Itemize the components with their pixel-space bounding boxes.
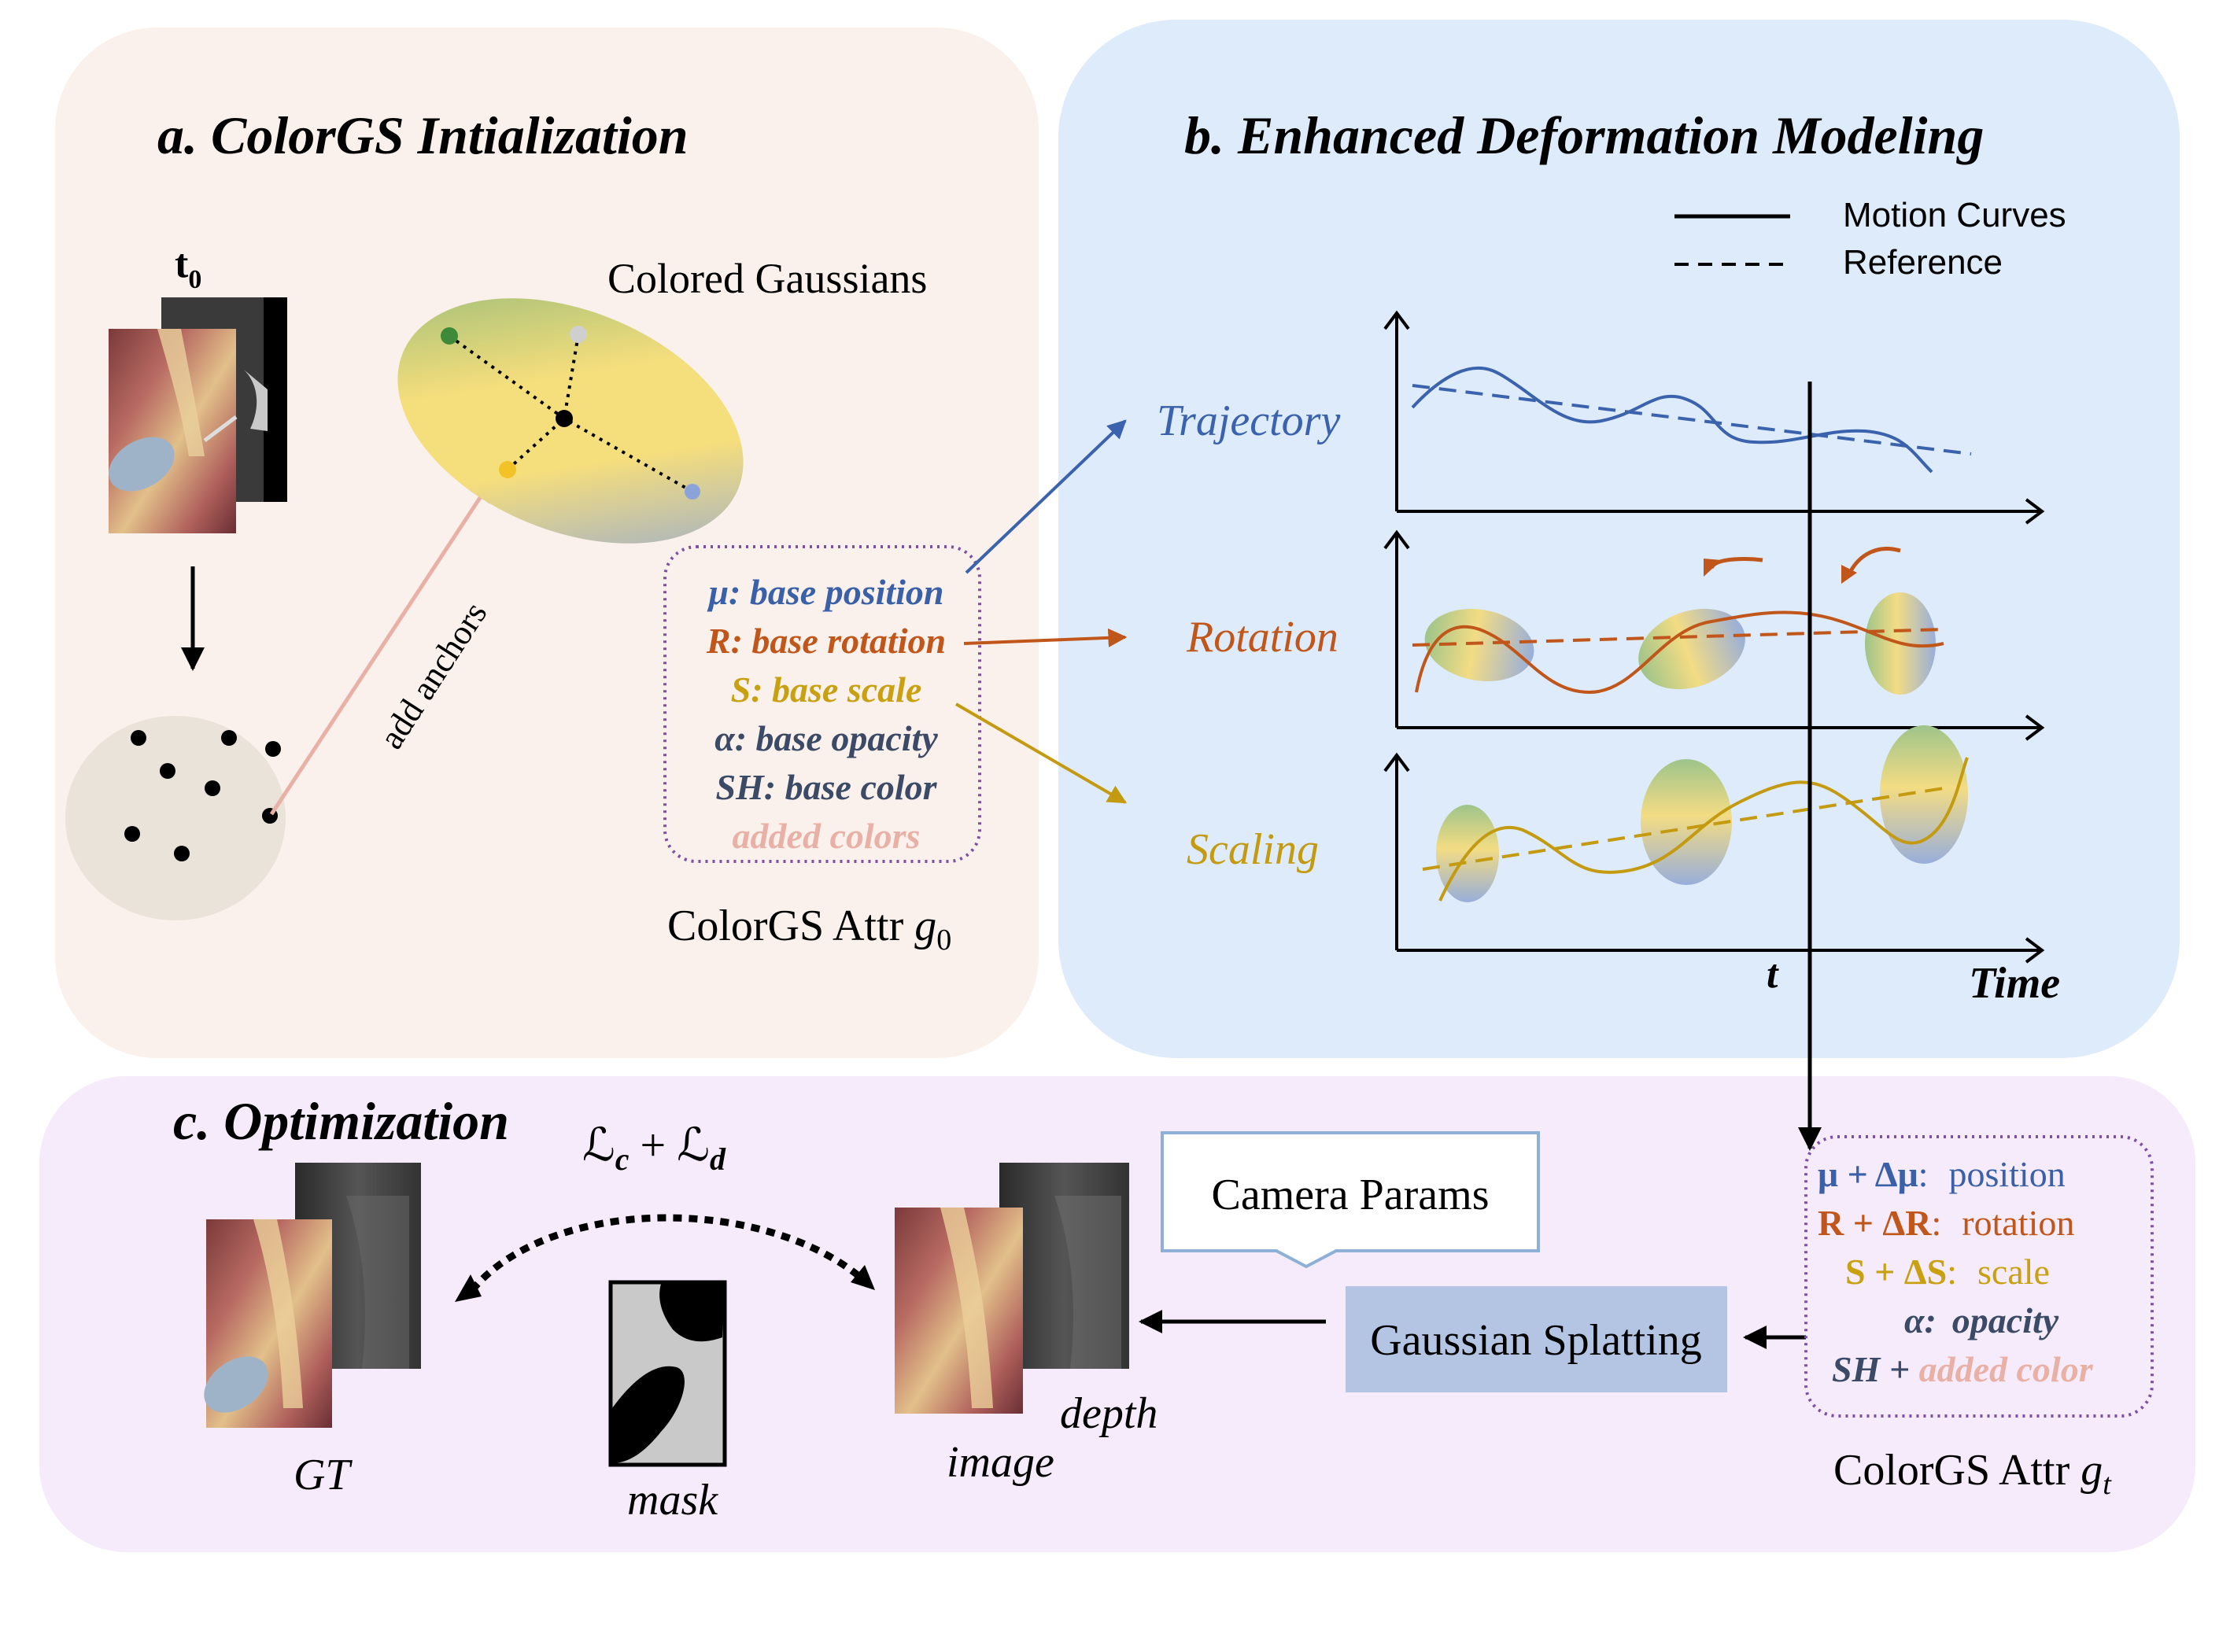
- colored-gaussians-label: Colored Gaussians: [607, 255, 927, 302]
- loss-double-arrow: [469, 1214, 864, 1292]
- attr-label-g0: ColorGS Attr g0: [667, 902, 951, 957]
- trajectory-arrow: [965, 419, 1127, 574]
- trajectory-reference: [1412, 384, 1972, 455]
- rotation-motion-curve: [1415, 610, 1944, 695]
- mask-label: mask: [627, 1476, 718, 1525]
- attr-base-color: SH: base color: [715, 767, 937, 807]
- rendered-image-frame: [895, 1208, 1023, 1414]
- row-label-rotation: Rotation: [1186, 613, 1338, 662]
- panel-a-background: [55, 28, 1039, 1058]
- rotation-arrow-head-2: [1841, 565, 1857, 584]
- attr-t-opacity: α:opacity: [1904, 1300, 2059, 1340]
- legend-reference: Reference: [1843, 243, 2003, 282]
- attr-base-opacity: α: base opacity: [714, 718, 938, 758]
- legend: Motion Curves Reference: [1674, 196, 2066, 282]
- attr-label-gt: ColorGS Attr gt: [1833, 1446, 2112, 1501]
- camera-params-label: Camera Params: [1212, 1171, 1490, 1219]
- image-label: image: [947, 1438, 1054, 1487]
- loss-arrow-head-left: [455, 1274, 482, 1302]
- row-label-scaling: Scaling: [1187, 825, 1319, 874]
- attr-base-scale: S: base scale: [731, 669, 922, 710]
- mask-image: [608, 1280, 727, 1467]
- point-cloud: [65, 716, 286, 920]
- gaussian-splatting-box: [1346, 1286, 1727, 1392]
- attr-t-rotation: R + ΔR:rotation: [1818, 1203, 2074, 1243]
- depth-label: depth: [1060, 1389, 1157, 1438]
- row-label-trajectory: Trajectory: [1157, 396, 1340, 445]
- t-label: t: [1767, 952, 1779, 997]
- gaussian-splatting-label: Gaussian Splatting: [1370, 1316, 1702, 1365]
- attr-added-colors: added colors: [733, 816, 921, 856]
- attr-t-position: μ + Δμ:position: [1818, 1154, 2066, 1194]
- panel-c-title: c. Optimization: [173, 1091, 509, 1151]
- time-axis-label: Time: [1969, 959, 2060, 1008]
- attr-box-gt: [1804, 1135, 2154, 1418]
- camera-params-box: [1161, 1131, 1540, 1269]
- attr-base-rotation: R: base rotation: [706, 621, 946, 661]
- scaling-reference: [1422, 787, 1944, 871]
- panel-b-title: b. Enhanced Deformation Modeling: [1184, 105, 1984, 165]
- rotation-arrow: [963, 628, 1128, 647]
- attr-t-color: SH + added color: [1832, 1349, 2094, 1389]
- loss-label: ℒc+ℒd: [582, 1119, 726, 1177]
- rotation-arrow-head-1: [1704, 559, 1722, 577]
- add-anchors-arrow: [269, 478, 494, 816]
- legend-motion-curves: Motion Curves: [1843, 196, 2066, 234]
- gt-label: GT: [294, 1451, 353, 1499]
- scaling-motion-curve: [1438, 757, 1969, 902]
- t0-image-frame: [109, 329, 238, 533]
- gt-image-frame: [204, 1219, 332, 1428]
- panel-a-title: a. ColorGS Intialization: [157, 105, 689, 165]
- loss-arrow-head-right: [851, 1265, 875, 1290]
- trajectory-motion-curve: [1411, 366, 1933, 474]
- colored-gaussian-ellipse: [397, 298, 744, 544]
- attr-base-position: μ: base position: [707, 572, 943, 612]
- scaling-arrow: [954, 702, 1128, 804]
- attr-t-scale: S + ΔS:scale: [1845, 1252, 2050, 1292]
- panel-b-background: [1058, 20, 2180, 1058]
- t0-label: t0: [175, 242, 201, 294]
- attr-box-g0: [663, 545, 981, 863]
